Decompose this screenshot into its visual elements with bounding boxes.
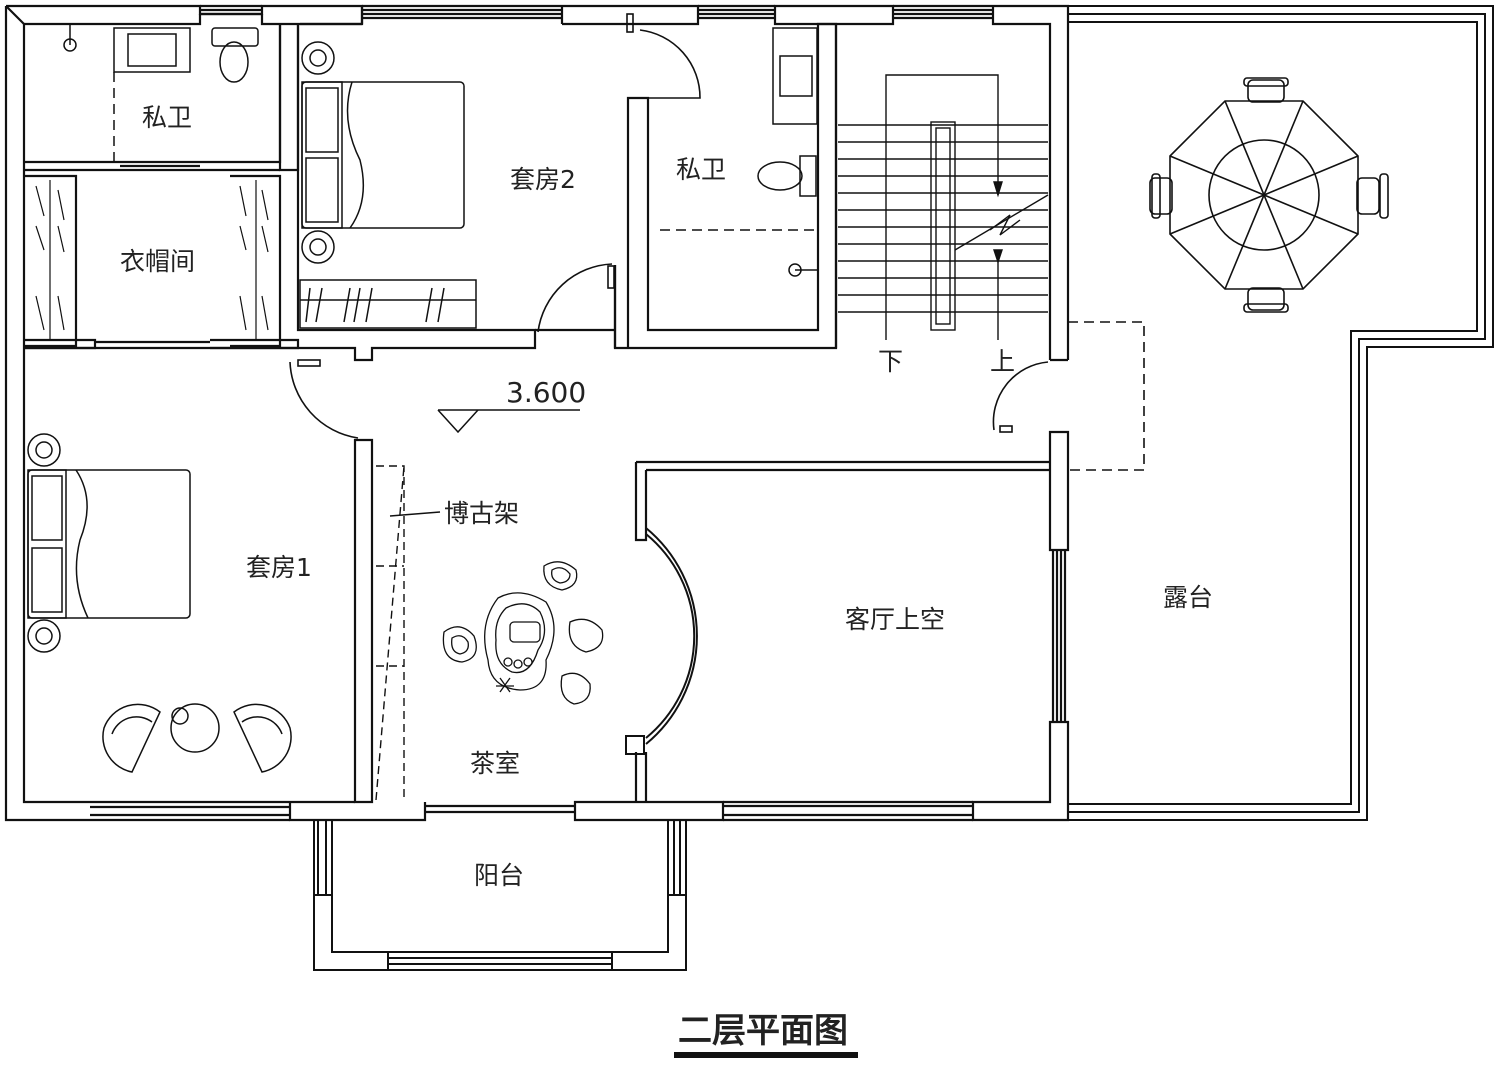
interior-walls — [24, 22, 1050, 804]
lounge-chairs — [102, 703, 292, 773]
exterior-walls — [4, 4, 1070, 822]
balcony-walls — [313, 820, 687, 971]
bed-suite2 — [299, 41, 477, 329]
closet-hanging-rails — [35, 180, 269, 340]
room-label-closet: 衣帽间 — [120, 247, 195, 276]
rockery-garden — [442, 561, 604, 705]
bed-suite1 — [27, 433, 191, 653]
staircase — [838, 74, 1049, 340]
elevation-value: 3.600 — [506, 376, 586, 409]
room-label-bath-left: 私卫 — [142, 103, 192, 132]
room-label-balcony: 阳台 — [474, 861, 524, 890]
stair-label-up: 上 — [990, 347, 1015, 376]
void-curved-railing — [625, 527, 698, 755]
display-shelf — [375, 465, 441, 801]
drawing-title: 二层平面图 — [678, 1011, 848, 1051]
title-underline — [674, 1052, 858, 1058]
round-dining-table — [1149, 77, 1389, 313]
room-label-terrace: 露台 — [1163, 583, 1213, 612]
terrace-parapet — [1068, 5, 1494, 821]
annotation-display-shelf: 博古架 — [444, 499, 519, 528]
left-bath-fixtures — [63, 24, 259, 162]
room-label-tea-room: 茶室 — [470, 749, 520, 778]
room-label-suite2: 套房2 — [510, 165, 576, 194]
stair-label-down: 下 — [878, 347, 903, 376]
right-bath-fixtures — [660, 27, 818, 277]
room-label-bath-right: 私卫 — [676, 155, 726, 184]
room-label-void: 客厅上空 — [845, 605, 945, 634]
room-label-suite1: 套房1 — [246, 553, 312, 582]
doors — [289, 13, 1145, 471]
elevation-marker — [437, 409, 580, 434]
